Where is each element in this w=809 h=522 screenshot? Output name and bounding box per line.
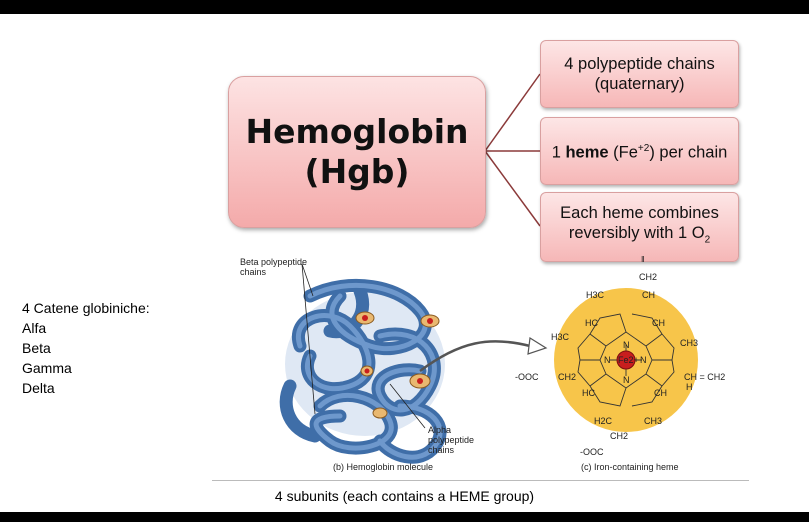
alpha-label-line1: Alpha (428, 425, 451, 435)
heme-bond: ‖ (641, 256, 645, 264)
globin-chain-list: 4 Catene globiniche: Alfa Beta Gamma Del… (22, 298, 150, 398)
alpha-label-line2: polypeptide (428, 435, 474, 445)
bottom-black-band (0, 512, 809, 522)
heme-label: CH (654, 388, 667, 398)
title-line2: (Hgb) (304, 152, 410, 191)
title-line1: Hemoglobin (245, 112, 469, 151)
heme-label: H (686, 382, 693, 392)
heme-label: CH3 (644, 416, 662, 426)
heme-label: CH2 (558, 372, 576, 382)
box2-sup: +2 (637, 143, 650, 155)
hemoglobin-molecule-illustration (279, 278, 447, 464)
heme-label: CH (652, 318, 665, 328)
caption-b: (b) Hemoglobin molecule (333, 462, 433, 472)
heme-label: -OOC (515, 372, 539, 382)
polypeptide-chains-box: 4 polypeptide chains (quaternary) (540, 40, 739, 108)
box2-pre: 1 (551, 143, 566, 162)
hemoglobin-figure: Beta polypeptide chains Alpha polypeptid… (240, 256, 725, 472)
list-item: Alfa (22, 320, 47, 336)
heme-label: CH = CH2 (684, 372, 725, 382)
heme-label: N (623, 375, 630, 385)
beta-label-line1: Beta polypeptide (240, 257, 307, 267)
alpha-leader-line (389, 383, 426, 429)
box3-line1: Each heme combines (560, 204, 719, 223)
heme-label: N (604, 355, 611, 365)
heme-label: CH3 (680, 338, 698, 348)
box1-line2: (quaternary) (594, 75, 685, 93)
zoom-arrow (419, 340, 531, 373)
list-item: Gamma (22, 360, 72, 376)
heme-label: N (640, 355, 647, 365)
heme-groups (355, 311, 440, 419)
heme-label: H3C (551, 332, 570, 342)
box2-post: ) per chain (649, 143, 728, 162)
beta-leader-line (301, 263, 314, 297)
top-black-band (0, 0, 809, 14)
heme-label: CH2 (639, 272, 657, 282)
list-item: Delta (22, 380, 55, 396)
box3-line2: reversibly with 1 O2 (569, 223, 710, 250)
heme-label: N (623, 340, 630, 350)
list-heading: 4 Catene globiniche: (22, 300, 150, 316)
box3-line2-pre: reversibly with 1 O (568, 224, 705, 243)
alpha-label-line3: chains (428, 445, 455, 455)
bottom-caption: 4 subunits (each contains a HEME group) (274, 488, 535, 504)
heme-label: -OOC (580, 447, 604, 457)
heme-structure-illustration: CH2 ‖ H3C CH HC CH H3C CH3 Fe2+ N N N N … (515, 256, 725, 457)
heme-oxygen-box: Each heme combines reversibly with 1 O2 (540, 192, 739, 262)
heme-label: CH2 (610, 431, 628, 441)
heme-label: HC (582, 388, 595, 398)
box3-sub: 2 (704, 234, 711, 246)
arrow-head-icon (527, 336, 548, 355)
heme-label: H2C (594, 416, 613, 426)
box1-line1: 4 polypeptide chains (564, 55, 715, 73)
heme-label: H3C (586, 290, 605, 300)
iron-label: Fe2+ (618, 355, 639, 365)
box2-mid: (Fe (608, 143, 638, 162)
beta-label-line2: chains (240, 267, 267, 277)
box2-bold: heme (565, 143, 609, 162)
caption-divider (212, 480, 749, 481)
heme-label: HC (585, 318, 598, 328)
heme-per-chain-box: 1 heme (Fe+2) per chain (540, 117, 739, 185)
hemoglobin-title-box: Hemoglobin (Hgb) (228, 76, 486, 228)
list-item: Beta (22, 340, 51, 356)
caption-c: (c) Iron-containing heme (581, 462, 679, 472)
heme-label: CH (642, 290, 655, 300)
box2-text: 1 heme (Fe+2) per chain (552, 139, 728, 163)
